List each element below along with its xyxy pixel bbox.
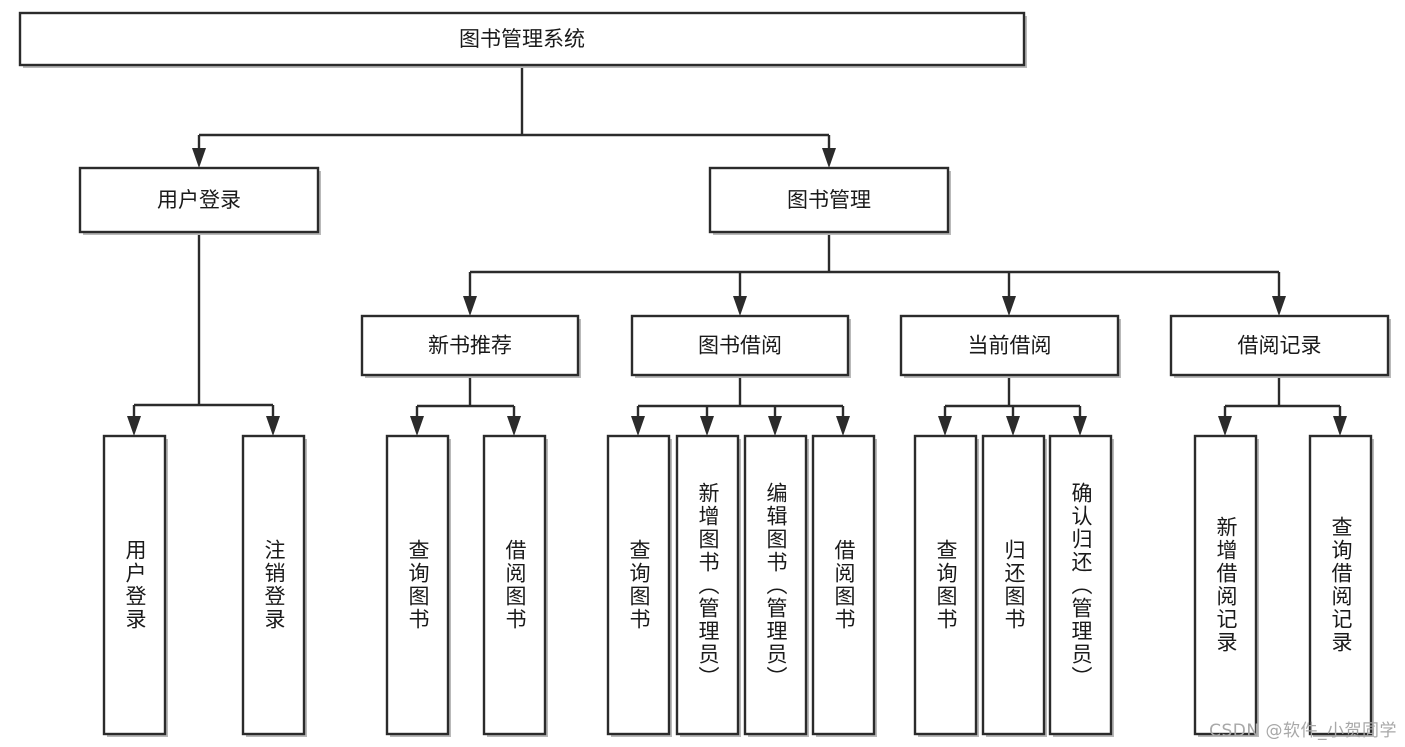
- leaf-node[interactable]: [913, 434, 979, 737]
- connector-layer: [127, 65, 1347, 436]
- arrow-head-icon: [1333, 416, 1347, 436]
- node-label: 当前借阅: [968, 334, 1052, 358]
- leaf-node[interactable]: [981, 434, 1047, 737]
- leaf-node[interactable]: [482, 434, 548, 737]
- root-node[interactable]: 图书管理系统: [18, 11, 1027, 68]
- arrow-head-icon: [1006, 416, 1020, 436]
- arrow-head-icon: [1218, 416, 1232, 436]
- leaf-node[interactable]: [102, 434, 168, 737]
- arrow-head-icon: [1073, 416, 1087, 436]
- arrow-head-icon: [266, 416, 280, 436]
- leaf-node[interactable]: [811, 434, 877, 737]
- arrow-head-icon: [822, 148, 836, 168]
- leaf-node[interactable]: [1193, 434, 1259, 737]
- leaf-node[interactable]: [241, 434, 307, 737]
- level2-node[interactable]: 用户登录: [78, 166, 321, 235]
- leaf-node[interactable]: [1308, 434, 1374, 737]
- leaf-node[interactable]: [743, 434, 809, 737]
- arrow-head-icon: [938, 416, 952, 436]
- arrow-head-icon: [127, 416, 141, 436]
- leaf-node[interactable]: [675, 434, 741, 737]
- arrow-head-icon: [507, 416, 521, 436]
- leaf-node[interactable]: [1048, 434, 1114, 737]
- node-label: 借阅记录: [1238, 334, 1322, 358]
- node-label: 图书管理: [787, 188, 871, 212]
- level3-node[interactable]: 借阅记录: [1169, 314, 1391, 378]
- arrow-head-icon: [733, 296, 747, 316]
- leaf-node[interactable]: [385, 434, 451, 737]
- arrow-head-icon: [1272, 296, 1286, 316]
- arrow-head-icon: [836, 416, 850, 436]
- arrow-head-icon: [631, 416, 645, 436]
- node-label: 图书管理系统: [459, 27, 585, 51]
- arrow-head-icon: [463, 296, 477, 316]
- node-label: 新书推荐: [428, 334, 512, 358]
- node-label: 图书借阅: [698, 334, 782, 358]
- arrow-head-icon: [1002, 296, 1016, 316]
- watermark: CSDN @软件_小贺同学: [1209, 721, 1397, 741]
- level2-node[interactable]: 图书管理: [708, 166, 951, 235]
- level3-node[interactable]: 新书推荐: [360, 314, 581, 378]
- arrow-head-icon: [410, 416, 424, 436]
- arrow-head-icon: [768, 416, 782, 436]
- level3-node[interactable]: 当前借阅: [899, 314, 1121, 378]
- node-label: 用户登录: [157, 188, 241, 212]
- leaf-node[interactable]: [606, 434, 672, 737]
- arrow-head-icon: [192, 148, 206, 168]
- arrow-head-icon: [700, 416, 714, 436]
- level3-node[interactable]: 图书借阅: [630, 314, 851, 378]
